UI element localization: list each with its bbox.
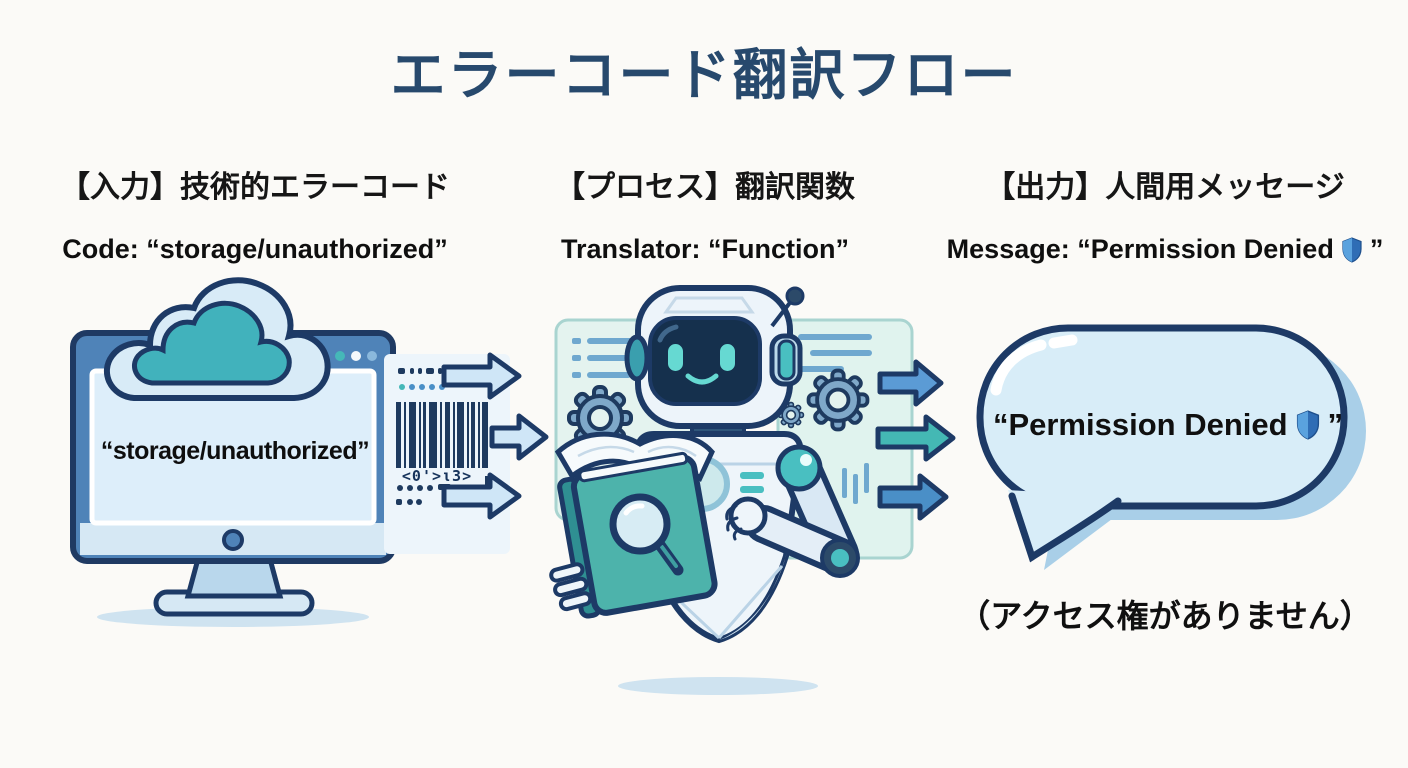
robot-hand — [725, 496, 768, 541]
monitor-stand — [184, 556, 284, 599]
shield-icon — [1296, 410, 1319, 440]
barcode-caption: <0'>ι3> — [401, 467, 473, 485]
shield-icon — [1342, 236, 1362, 263]
robot-ear — [769, 333, 803, 387]
speech-bubble — [976, 324, 1366, 570]
output-subtitle: Message: “Permission Denied ” — [930, 234, 1400, 265]
cloud-icon — [104, 277, 331, 401]
robot-eye — [668, 344, 683, 371]
output-caption: （アクセス権がありません） — [958, 598, 1372, 634]
robot-eye — [720, 344, 735, 371]
monitor-illustration — [70, 277, 396, 617]
robot-reading-book — [549, 285, 860, 644]
robot-head — [624, 285, 805, 429]
output-column-header: 【出力】人間用メッセージ — [985, 171, 1345, 204]
dotted-flow-lines — [396, 368, 451, 505]
process-subtitle: Translator: “Function” — [560, 234, 849, 264]
robot-face-screen — [648, 316, 762, 406]
page-title: エラーコード翻訳フロー — [390, 44, 1018, 106]
book-icon — [554, 431, 718, 619]
power-button-icon — [222, 529, 244, 551]
robot-ear — [624, 334, 650, 382]
bubble-message-quote: ” — [1327, 407, 1344, 442]
magnifying-glass-icon — [609, 493, 684, 576]
robot-smile — [685, 373, 719, 385]
robot-fingers — [549, 562, 593, 612]
shoulder-joint — [775, 444, 823, 492]
input-subtitle: Code: “storage/unauthorized” — [62, 234, 448, 264]
arrow-right-icon — [875, 359, 956, 521]
error-code-text: “storage/unauthorized” — [100, 437, 370, 465]
arrow-right-icon — [441, 352, 549, 520]
output-subtitle-text: Message: “Permission Denied — [946, 234, 1334, 264]
bubble-message: “Permission Denied ” — [985, 407, 1351, 443]
input-column-header: 【入力】技術的エラーコード — [60, 171, 450, 204]
process-column-header: 【プロセス】翻訳関数 — [555, 171, 855, 204]
robot-arm — [745, 444, 860, 578]
antenna-icon — [770, 286, 805, 328]
output-subtitle-quote: ” — [1369, 234, 1384, 264]
bubble-message-text: “Permission Denied — [992, 407, 1288, 442]
window-dots-icon — [335, 351, 377, 361]
